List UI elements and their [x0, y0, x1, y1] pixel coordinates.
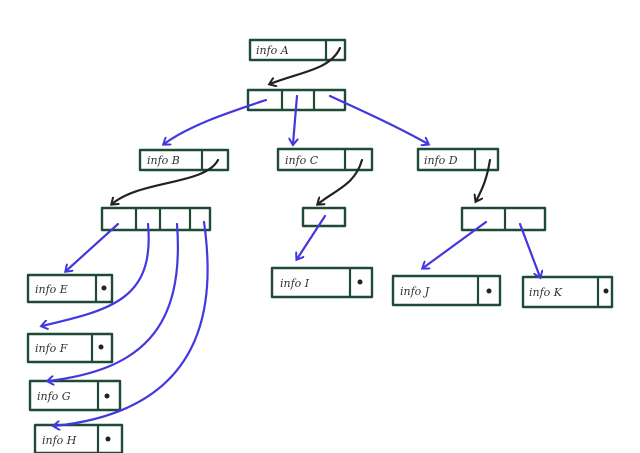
node-g-label: info G: [37, 390, 71, 403]
arrow-to-h: [54, 220, 209, 426]
c-child-array: [301, 206, 347, 228]
d-child-array: [460, 206, 547, 232]
arrow-a-to-array: [270, 46, 342, 84]
arrow-d-to-array: [476, 158, 492, 201]
node-k: info K: [521, 275, 614, 309]
node-e: info E: [26, 273, 114, 304]
node-b: info B: [138, 148, 230, 172]
arrow-to-j: [423, 220, 488, 268]
b-child-array: [100, 206, 212, 232]
arrow-to-k: [518, 222, 540, 277]
arrow-to-e: [66, 222, 120, 271]
node-a: info A: [248, 38, 347, 62]
node-d: info D: [416, 147, 500, 172]
node-f-label: info F: [35, 342, 68, 355]
node-k-label: info K: [529, 286, 563, 299]
node-d-label: info D: [424, 154, 458, 167]
arrow-root-to-d: [328, 94, 428, 144]
node-f: info F: [26, 332, 114, 364]
node-g: info G: [28, 379, 122, 412]
arrow-to-g: [48, 222, 179, 381]
node-c-label: info C: [285, 154, 319, 167]
node-j: info J: [391, 274, 502, 307]
node-b-label: info B: [147, 154, 180, 167]
node-c: info C: [276, 147, 374, 172]
node-a-label: info A: [256, 44, 289, 57]
node-i-label: info I: [280, 277, 310, 290]
arrow-root-to-b: [164, 98, 268, 144]
node-j-label: info J: [400, 285, 430, 298]
arrow-b-to-array: [112, 158, 220, 204]
node-h: info H: [33, 423, 124, 453]
node-i: info I: [270, 266, 374, 299]
arrow-to-i: [297, 214, 327, 259]
node-e-label: info E: [35, 283, 68, 296]
arrow-c-to-array: [318, 158, 364, 204]
arrow-root-to-c: [293, 94, 297, 144]
node-h-label: info H: [42, 434, 77, 447]
arrow-to-f: [42, 222, 150, 326]
